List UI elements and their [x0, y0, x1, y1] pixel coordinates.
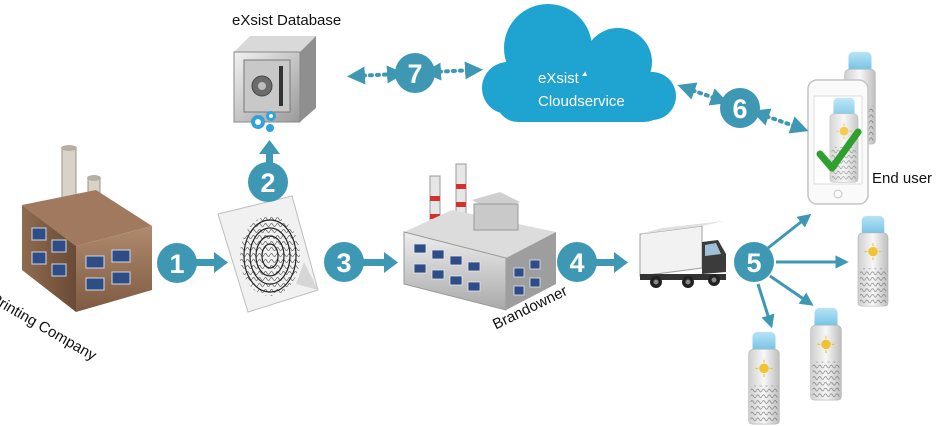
database-label: eXsist Database	[232, 12, 342, 29]
step-1-number: 1	[169, 249, 184, 279]
sun-bottle-icon	[857, 215, 889, 307]
step-7-number: 7	[407, 59, 422, 89]
step-2: 2	[248, 162, 288, 202]
arrow-3	[362, 252, 398, 273]
brandowner-factory-icon	[403, 163, 556, 311]
dotted-arrow-7	[347, 61, 483, 85]
step-3: 3	[324, 242, 364, 282]
fingerprint-document-icon	[217, 195, 319, 313]
sun-bottle-icon	[747, 331, 781, 425]
sun-bottle-icon	[809, 307, 843, 401]
database-vault-icon	[233, 36, 316, 123]
dotted-arrow-6	[677, 82, 809, 134]
step-6: 6	[720, 88, 760, 128]
step-7: 7	[395, 53, 435, 93]
arrow-1	[194, 252, 228, 273]
checkmark-icon	[816, 128, 862, 172]
cloud-label-line2: Cloudservice	[538, 93, 625, 110]
step-4-number: 4	[569, 248, 584, 278]
cloud-icon	[482, 4, 676, 122]
cloud-label-line1: eXsist	[538, 70, 579, 87]
step-5-number: 5	[746, 248, 761, 278]
step-3-number: 3	[336, 248, 351, 278]
step-4: 4	[557, 242, 597, 282]
smartphone-icon	[807, 79, 869, 205]
gear-icon	[251, 111, 276, 132]
step-6-number: 6	[732, 94, 747, 124]
printing-factory-icon	[22, 145, 152, 312]
step-2-number: 2	[260, 168, 275, 198]
step-1: 1	[157, 243, 197, 283]
arrow-5-fan	[756, 213, 849, 329]
step-5: 5	[734, 242, 774, 282]
truck-icon	[639, 221, 726, 288]
arrow-4	[592, 252, 628, 273]
arrow-2	[259, 140, 280, 166]
end-user-label: End user	[872, 170, 933, 187]
